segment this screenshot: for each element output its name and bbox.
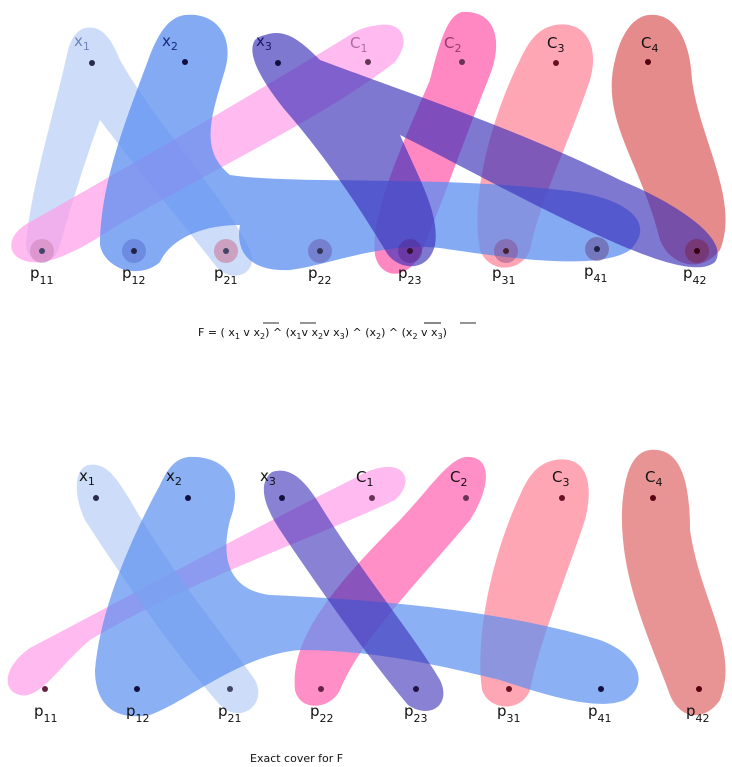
p42-label-bottom: p42 [686,702,710,725]
bottom-diagram: x1 x2 x3 C1 C2 C3 C4 p11 p12 p21 p22 p23… [7,449,726,725]
c3-node-top [553,60,559,66]
x1-node-bottom [93,495,99,501]
p12-node-top [131,248,137,254]
c1-node-top [365,59,371,65]
c4-node-top [645,59,651,65]
x3-label-bottom: x3 [260,467,276,488]
p41-node-bottom [598,686,604,692]
formula-text: F = ( x1 v x2) ^ (x1v x2v x3) ^ (x2) ^ (… [198,326,447,341]
p22-node-bottom [318,686,324,692]
p22-label-bottom: p22 [310,702,334,725]
x2-label-top: x2 [162,32,178,53]
caption: Exact cover for F [250,752,343,765]
formula: F = ( x1 v x2) ^ (x1v x2v x3) ^ (x2) ^ (… [198,322,476,341]
p12-label-top: p12 [122,264,146,287]
p23-node-top [407,248,413,254]
p41-node-top [594,246,600,252]
p41-label-bottom: p41 [588,702,612,725]
c4-node-bottom [650,495,656,501]
p31-label-bottom: p31 [497,702,521,725]
p12-label-bottom: p12 [126,702,150,725]
p21-label-bottom: p21 [218,702,242,725]
c1-label-top: C1 [350,34,367,55]
x2-node-bottom [185,495,191,501]
p42-node-bottom [696,686,702,692]
c4-label-top: C4 [641,34,658,55]
x2-node-top [182,59,188,65]
p11-label-top: p11 [30,264,54,287]
x2-label-bottom: x2 [166,467,182,488]
set-x2-top [100,14,641,272]
p23-node-bottom [413,686,419,692]
c3-label-bottom: C3 [552,468,569,489]
p23-label-bottom: p23 [404,702,428,725]
p22-node-top [317,248,323,254]
p21-node-bottom [227,686,233,692]
p11-node-top [39,248,45,254]
set-x3-bottom [263,470,444,711]
x1-node-top [89,60,95,66]
c1-label-bottom: C1 [356,468,373,489]
p23-label-top: p23 [398,264,422,287]
c1-node-bottom [369,495,375,501]
p11-node-bottom [42,686,48,692]
set-x3-top [252,32,718,268]
c2-node-bottom [463,495,469,501]
x1-label-top: x1 [74,32,90,53]
c4-label-bottom: C4 [645,468,662,489]
x3-node-top [275,60,281,66]
p42-label-top: p42 [683,264,707,287]
x3-node-bottom [279,495,285,501]
p22-label-top: p22 [308,264,332,287]
c3-node-bottom [559,495,565,501]
p41-label-top: p41 [584,262,608,285]
p31-label-top: p31 [492,264,516,287]
c2-label-top: C2 [444,34,461,55]
p31-node-bottom [506,686,512,692]
p11-label-bottom: p11 [34,702,58,725]
set-c4-top [611,14,726,265]
p31-node-top [503,248,509,254]
p42-node-top [694,248,700,254]
top-diagram: x1 x2 x3 C1 C2 C3 C4 p11 p12 p21 p22 p23… [11,11,726,287]
set-c4-bottom [621,449,726,716]
c2-node-top [459,59,465,65]
x1-label-bottom: x1 [79,467,95,488]
p21-label-top: p21 [214,264,238,287]
set-x2-bottom [95,456,639,717]
c2-label-bottom: C2 [450,468,467,489]
p21-node-top [223,248,229,254]
p12-node-bottom [134,686,140,692]
x3-label-top: x3 [256,32,272,53]
c3-label-top: C3 [547,34,564,55]
